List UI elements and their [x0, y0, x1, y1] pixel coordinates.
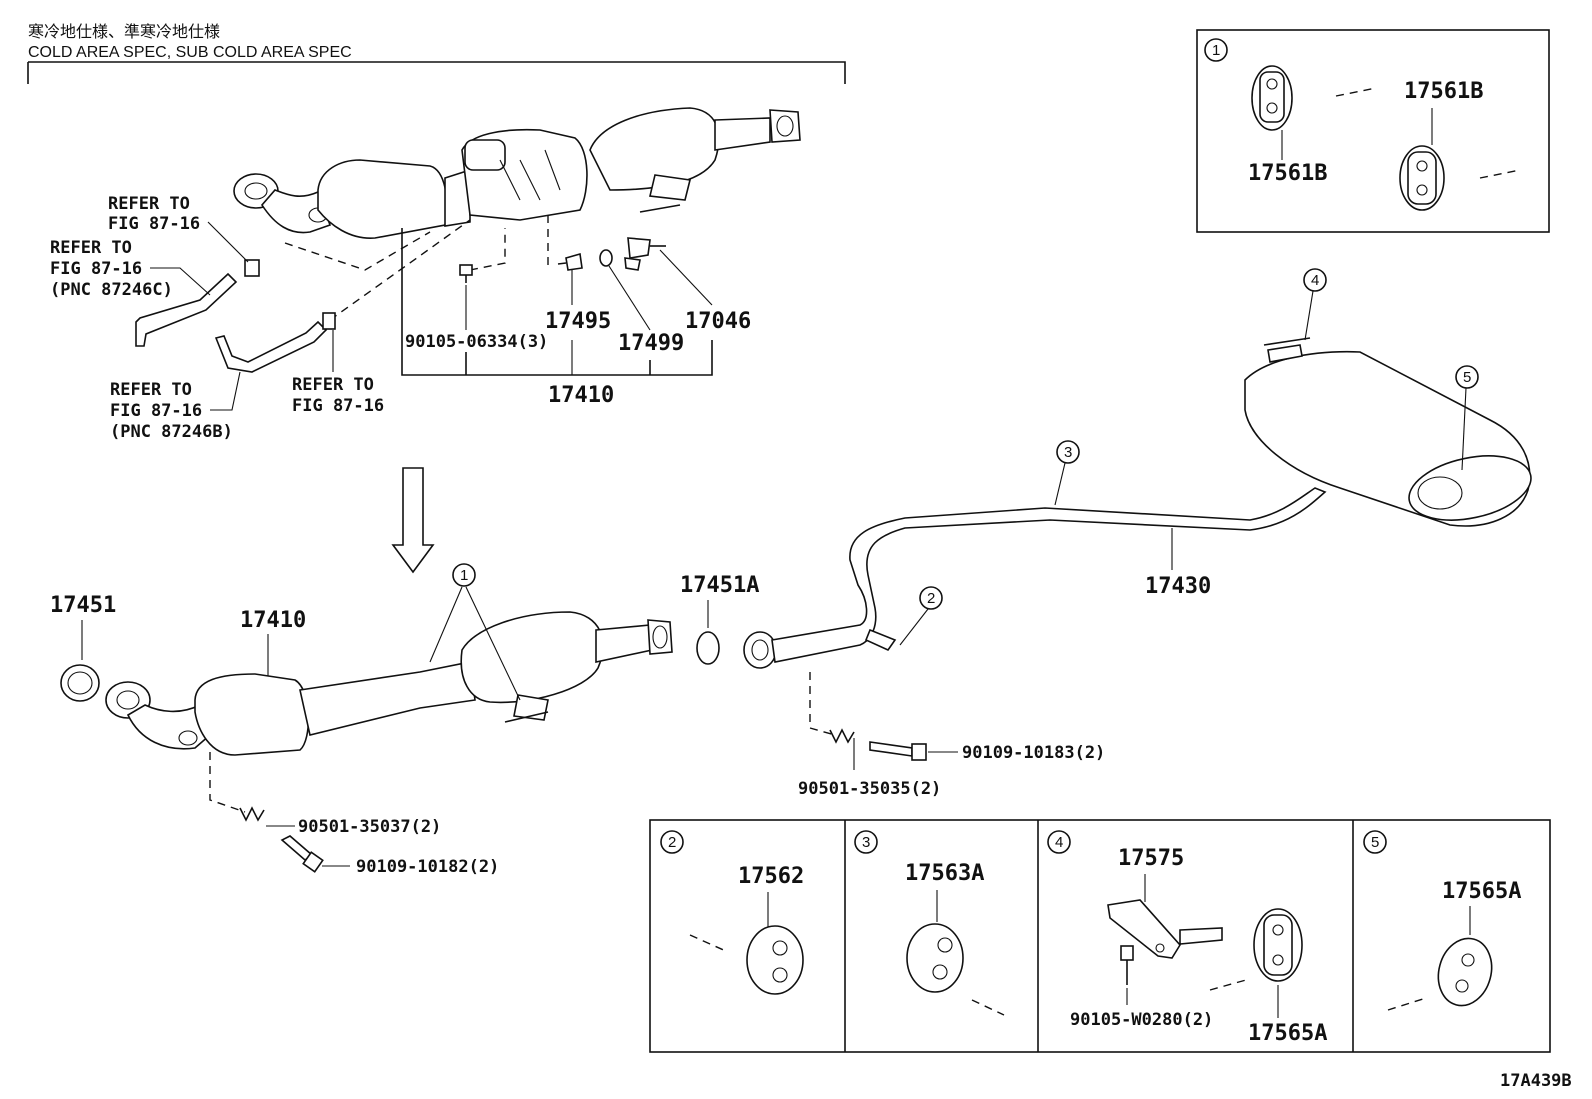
- clamp-ref1[interactable]: [244, 259, 260, 277]
- hanger-17563A[interactable]: [906, 923, 964, 993]
- callout-5-text: 5: [1463, 369, 1471, 386]
- label-90109-10182: 90109-10182(2): [356, 857, 499, 877]
- ref3-line2: FIG 87-16: [110, 401, 202, 421]
- label-17563A: 17563A: [905, 861, 984, 886]
- leader-ref4: [329, 219, 471, 321]
- callout-4-text: 4: [1311, 272, 1319, 289]
- inset-5: 5 17565A: [1363, 830, 1521, 1011]
- pin-1a: [1335, 87, 1377, 97]
- top-front-pipe-assembly[interactable]: [233, 107, 801, 239]
- gasket-17451[interactable]: [60, 664, 100, 702]
- hanger-17565A-b[interactable]: [1431, 932, 1499, 1011]
- callout-2-text: 2: [927, 590, 935, 607]
- leader-tail-bolt: [809, 672, 836, 736]
- callout-2[interactable]: [919, 586, 943, 610]
- callout-3-text: 3: [1064, 444, 1072, 461]
- pin-1b: [1479, 169, 1521, 179]
- label-17565A-b: 17565A: [1248, 1021, 1327, 1046]
- pin-2: [689, 934, 729, 953]
- bracket-17575[interactable]: [1107, 899, 1223, 959]
- hanger-17562[interactable]: [746, 925, 804, 995]
- inset-3-number: 3: [862, 834, 870, 851]
- label-17430: 17430: [1145, 574, 1211, 599]
- rear-muffler[interactable]: [1244, 337, 1537, 530]
- spring-90501-35035[interactable]: [829, 728, 855, 744]
- inset-3: 3 17563A: [854, 830, 1005, 1016]
- inset-2-number: 2: [668, 834, 676, 851]
- spring-90501-35037[interactable]: [239, 806, 265, 822]
- hanger-17561B-a[interactable]: [1251, 65, 1293, 131]
- label-17495: 17495: [545, 309, 611, 334]
- callout-4[interactable]: [1303, 268, 1327, 292]
- hose-87246C[interactable]: [135, 272, 238, 347]
- inset-bottom-frame: [649, 819, 1551, 1053]
- label-17561B-b: 17561B: [1248, 161, 1327, 186]
- bolt-90109-10183[interactable]: [869, 741, 927, 761]
- label-17410: 17410: [240, 608, 306, 633]
- bracket-17410-top: [401, 228, 713, 376]
- label-17499: 17499: [618, 331, 684, 356]
- bolt-90105-06334[interactable]: [459, 264, 473, 283]
- gasket-17499[interactable]: [599, 249, 613, 267]
- label-17575: 17575: [1118, 846, 1184, 871]
- hose-87246B[interactable]: [214, 320, 328, 373]
- label-17451: 17451: [50, 593, 116, 618]
- label-17451A: 17451A: [680, 573, 759, 598]
- leader-bolt: [469, 228, 506, 271]
- ref2-line3: (PNC 87246C): [50, 280, 173, 300]
- clamp-ref4[interactable]: [322, 312, 336, 330]
- pin-4: [1209, 979, 1247, 991]
- leader-front-bolt: [209, 752, 246, 813]
- label-17561B-a: 17561B: [1404, 79, 1483, 104]
- label-90105-W0280: 90105-W0280(2): [1070, 1010, 1213, 1030]
- sensor-17495[interactable]: [557, 252, 583, 271]
- label-17046: 17046: [685, 309, 751, 334]
- front-pipe-17410[interactable]: [105, 611, 673, 756]
- label-90105-06334: 90105-06334(3): [405, 332, 548, 352]
- sensor-17046[interactable]: [624, 237, 666, 271]
- center-pipe-17430[interactable]: [743, 487, 1327, 669]
- header-en: COLD AREA SPEC, SUB COLD AREA SPEC: [28, 44, 352, 61]
- label-90501-35037: 90501-35037(2): [298, 817, 441, 837]
- bolt-90105-W0280[interactable]: [1120, 945, 1134, 985]
- hanger-17565A-a[interactable]: [1253, 908, 1303, 982]
- inset-4: 4 17575 90105-W0280(2) 17565A: [1047, 830, 1327, 1046]
- ref4-line2: FIG 87-16: [292, 396, 384, 416]
- bolt-90109-10182[interactable]: [280, 835, 324, 873]
- diagram-id: 17A439B: [1500, 1071, 1572, 1091]
- inset-5-number: 5: [1371, 834, 1379, 851]
- spec-bracket: [27, 61, 846, 84]
- callout-1-text: 1: [460, 567, 468, 584]
- ref2-line2: FIG 87-16: [50, 259, 142, 279]
- down-arrow: [391, 467, 435, 574]
- pin-3: [971, 999, 1005, 1016]
- ref1-line2: FIG 87-16: [108, 214, 200, 234]
- inset-1: [1196, 29, 1550, 233]
- ref1-line1: REFER TO: [108, 194, 190, 214]
- ref4-line1: REFER TO: [292, 375, 374, 395]
- pin-5: [1387, 997, 1427, 1011]
- label-90109-10183: 90109-10183(2): [962, 743, 1105, 763]
- inset-4-number: 4: [1055, 834, 1063, 851]
- label-17562: 17562: [738, 864, 804, 889]
- gasket-17451A[interactable]: [696, 631, 720, 665]
- callout-5[interactable]: [1455, 365, 1479, 389]
- label-17410-top: 17410: [548, 383, 614, 408]
- ref3-line1: REFER TO: [110, 380, 192, 400]
- ref2-line1: REFER TO: [50, 238, 132, 258]
- callout-1[interactable]: [452, 563, 476, 587]
- ref3-line3: (PNC 87246B): [110, 422, 233, 442]
- inset-2: 2 17562: [660, 830, 804, 995]
- header-jp: 寒冷地仕様、準寒冷地仕様: [28, 22, 220, 41]
- label-90501-35035: 90501-35035(2): [798, 779, 941, 799]
- leader-ref1: [284, 231, 431, 271]
- hanger-17561B-b[interactable]: [1399, 145, 1445, 211]
- callout-3[interactable]: [1056, 440, 1080, 464]
- inset-1-number: 1: [1212, 42, 1220, 59]
- label-17565A-a: 17565A: [1442, 879, 1521, 904]
